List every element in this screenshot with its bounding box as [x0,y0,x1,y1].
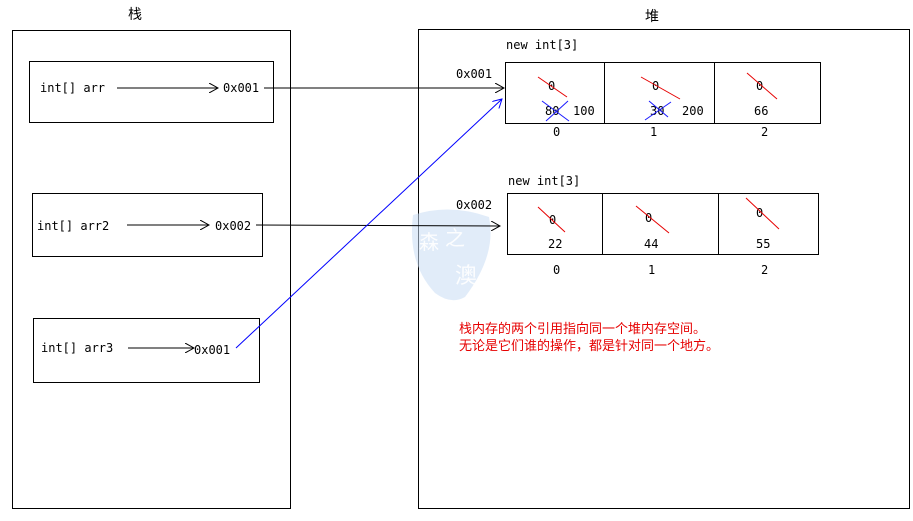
array1-label: new int[3] [506,38,579,52]
var-ref-arr3: 0x001 [194,343,231,357]
svg-text:森: 森 [419,230,439,254]
array1-cell-0-old: 0 [548,79,556,93]
array1-cell-1-v2: 200 [682,104,704,118]
array2-index-2: 2 [761,263,769,277]
array2-label: new int[3] [508,174,581,188]
array2-cell-2: 0 55 [718,194,818,254]
array2-cell-0: 0 22 [508,194,603,254]
array1-index-1: 1 [650,125,658,139]
array2-cell-0-v: 22 [548,237,563,251]
var-box-arr2: int[] arr2 0x002 [32,193,263,257]
array1-cell-1: 0 30 200 [604,63,715,123]
svg-text:澳: 澳 [455,264,477,289]
array2-box: 0 22 0 44 0 55 [507,193,819,255]
array1-cell-0: 0 80 100 [506,63,605,123]
array1-cell-0-v1: 80 [545,104,560,118]
watermark-logo: 森 之 澳 [405,205,497,305]
array1-index-0: 0 [553,125,561,139]
var-box-arr: int[] arr 0x001 [29,61,274,123]
array1-box: 0 80 100 0 30 200 0 66 [505,62,821,124]
array2-cell-1-v: 44 [644,237,659,251]
var-box-arr3: int[] arr3 0x001 [33,318,260,383]
var-ref-arr: 0x001 [223,81,260,95]
var-decl-arr: int[] arr [40,81,106,95]
note-line-1: 栈内存的两个引用指向同一个堆内存空间。 [459,322,707,337]
array1-address: 0x001 [456,67,493,81]
array1-index-2: 2 [761,125,769,139]
array2-index-1: 1 [648,263,656,277]
array1-cell-2: 0 66 [714,63,820,123]
note-line-2: 无论是它们谁的操作，都是针对同一个地方。 [459,339,720,354]
array2-cell-2-v: 55 [756,237,771,251]
array2-index-0: 0 [553,263,561,277]
stack-title: 栈 [128,7,142,23]
array2-cell-2-old: 0 [756,206,764,220]
array1-cell-1-old: 0 [652,79,660,93]
array2-cell-1: 0 44 [602,194,719,254]
svg-text:之: 之 [445,226,465,250]
var-decl-arr2: int[] arr2 [37,219,110,233]
array1-cell-1-v1: 30 [650,104,665,118]
array2-address: 0x002 [456,198,493,212]
array2-cell-0-old: 0 [549,213,557,227]
array1-cell-0-v2: 100 [573,104,595,118]
array2-cell-1-old: 0 [645,211,653,225]
array1-cell-2-v1: 66 [754,104,769,118]
array1-cell-2-old: 0 [756,79,764,93]
note: 栈内存的两个引用指向同一个堆内存空间。 无论是它们谁的操作，都是针对同一个地方。 [459,321,719,355]
var-decl-arr3: int[] arr3 [41,341,114,355]
var-ref-arr2: 0x002 [215,219,252,233]
heap-title: 堆 [645,9,659,25]
